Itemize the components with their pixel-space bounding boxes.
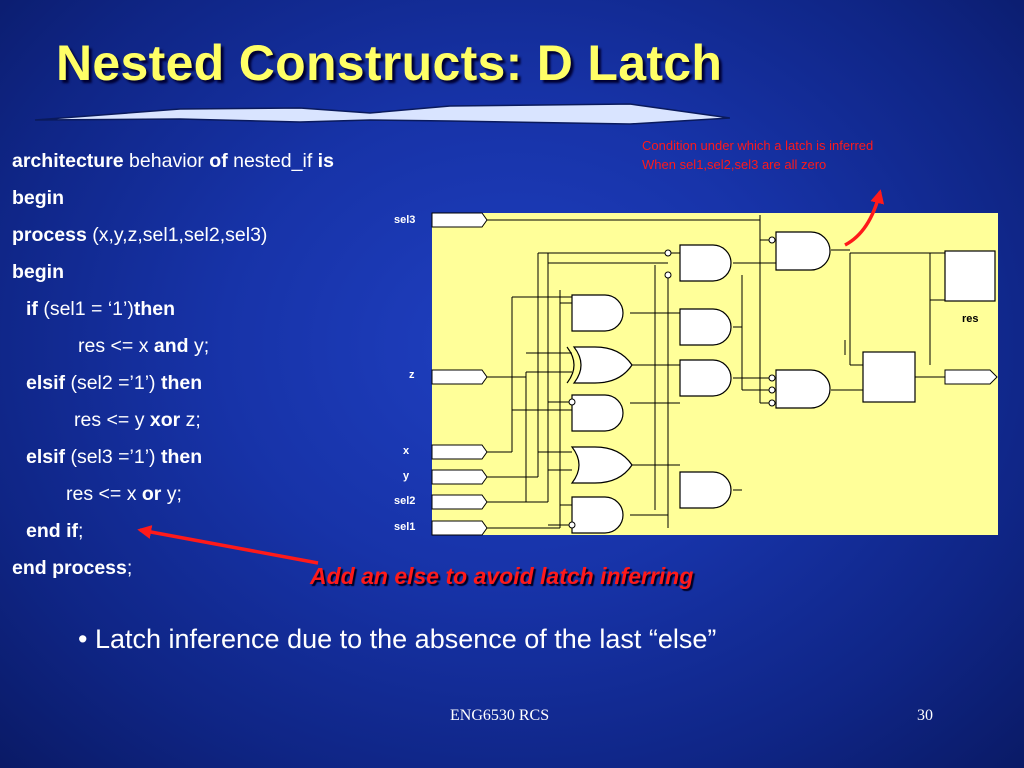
code-line-12: end process; [12, 557, 133, 579]
bullet-point: • Latch inference due to the absence of … [78, 624, 717, 654]
code-line-11: end if; [26, 520, 84, 542]
code-line-3: process (x,y,z,sel1,sel2,sel3) [12, 224, 268, 246]
output-label-res: res [962, 313, 979, 325]
code-line-1: architecture behavior of nested_if is [12, 150, 334, 172]
note-line-2: When sel1,sel2,sel3 are all zero [642, 157, 827, 172]
signal-label-sel1: sel1 [394, 521, 415, 533]
code-line-7: elsif (sel2 =’1’) then [26, 372, 203, 394]
code-line-6: res <= x and y; [78, 335, 210, 357]
code-line-5: if (sel1 = ‘1’)then [26, 298, 176, 320]
code-line-10: res <= x or y; [66, 483, 182, 505]
latch-callout: Add an else to avoid latch inferring [310, 563, 694, 589]
note-line-1: Condition under which a latch is inferre… [642, 138, 874, 153]
signal-label-x: x [403, 445, 410, 457]
slide-title: Nested Constructs: D Latch [56, 35, 723, 91]
footer-course: ENG6530 RCS [450, 707, 550, 724]
code-line-9: elsif (sel3 =’1’) then [26, 446, 203, 468]
signal-label-sel3: sel3 [394, 214, 415, 226]
signal-label-y: y [403, 470, 410, 482]
end-if-arrow [137, 525, 319, 565]
signal-label-z: z [409, 369, 415, 381]
page-number: 30 [917, 707, 933, 724]
code-line-4: begin [12, 261, 64, 283]
note-arrow [844, 189, 885, 247]
latch-condition-note: Condition under which a latch is inferre… [642, 136, 873, 174]
code-line-8: res <= y xor z; [74, 409, 201, 431]
signal-label-sel2: sel2 [394, 495, 415, 507]
code-line-2: begin [12, 187, 64, 209]
title-underline [34, 103, 730, 125]
